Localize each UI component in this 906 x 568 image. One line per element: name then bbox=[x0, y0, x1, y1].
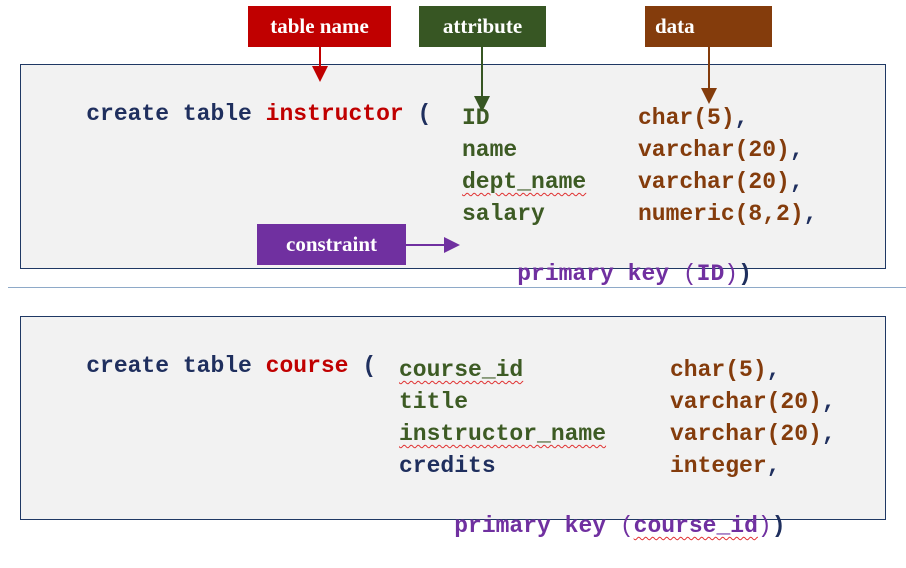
attribute-label: attribute bbox=[419, 6, 546, 47]
create-course-line: create table course ( bbox=[31, 324, 376, 408]
type-course-id: char(5), bbox=[670, 357, 781, 383]
type-id: char(5), bbox=[638, 105, 749, 131]
type-dept-name: varchar(20), bbox=[638, 169, 804, 195]
attr-name: name bbox=[462, 137, 518, 163]
primary-key-column: course_id bbox=[633, 513, 758, 539]
primary-key-keyword: primary key bbox=[454, 513, 607, 539]
primary-key-column: ID bbox=[696, 261, 725, 287]
constraint-label: constraint bbox=[257, 224, 406, 265]
type-credits: integer, bbox=[670, 453, 781, 479]
primary-key-keyword: primary key bbox=[517, 261, 670, 287]
course-code-block: create table course ( course_id char(5),… bbox=[20, 316, 886, 539]
create-instructor-line: create table instructor ( bbox=[31, 72, 431, 156]
open-paren: ( bbox=[417, 101, 432, 127]
attr-instructor-name: instructor_name bbox=[399, 421, 607, 447]
table-name-instructor: instructor bbox=[265, 101, 404, 127]
type-instructor-name: varchar(20), bbox=[670, 421, 836, 447]
primary-key-line: primary key (course_id)) bbox=[454, 513, 786, 539]
type-salary: numeric(8,2), bbox=[638, 201, 818, 227]
primary-key-line: primary key (ID)) bbox=[517, 261, 752, 287]
attr-course-id: course_id bbox=[399, 357, 524, 383]
section-divider bbox=[8, 287, 906, 288]
data-label: data bbox=[645, 6, 772, 47]
create-table-keyword: create table bbox=[86, 101, 252, 127]
table-name-course: course bbox=[265, 353, 349, 379]
annotation-arrows bbox=[312, 47, 717, 253]
open-paren: ( bbox=[362, 353, 377, 379]
attr-title: title bbox=[399, 389, 469, 415]
table-name-label: table name bbox=[248, 6, 391, 47]
type-name: varchar(20), bbox=[638, 137, 804, 163]
attr-salary: salary bbox=[462, 201, 545, 227]
create-table-keyword: create table bbox=[86, 353, 252, 379]
type-title: varchar(20), bbox=[670, 389, 836, 415]
attr-credits: credits bbox=[399, 453, 496, 479]
instructor-code-block: create table instructor ( ID char(5), na… bbox=[20, 64, 886, 287]
attr-dept-name: dept_name bbox=[462, 169, 587, 195]
